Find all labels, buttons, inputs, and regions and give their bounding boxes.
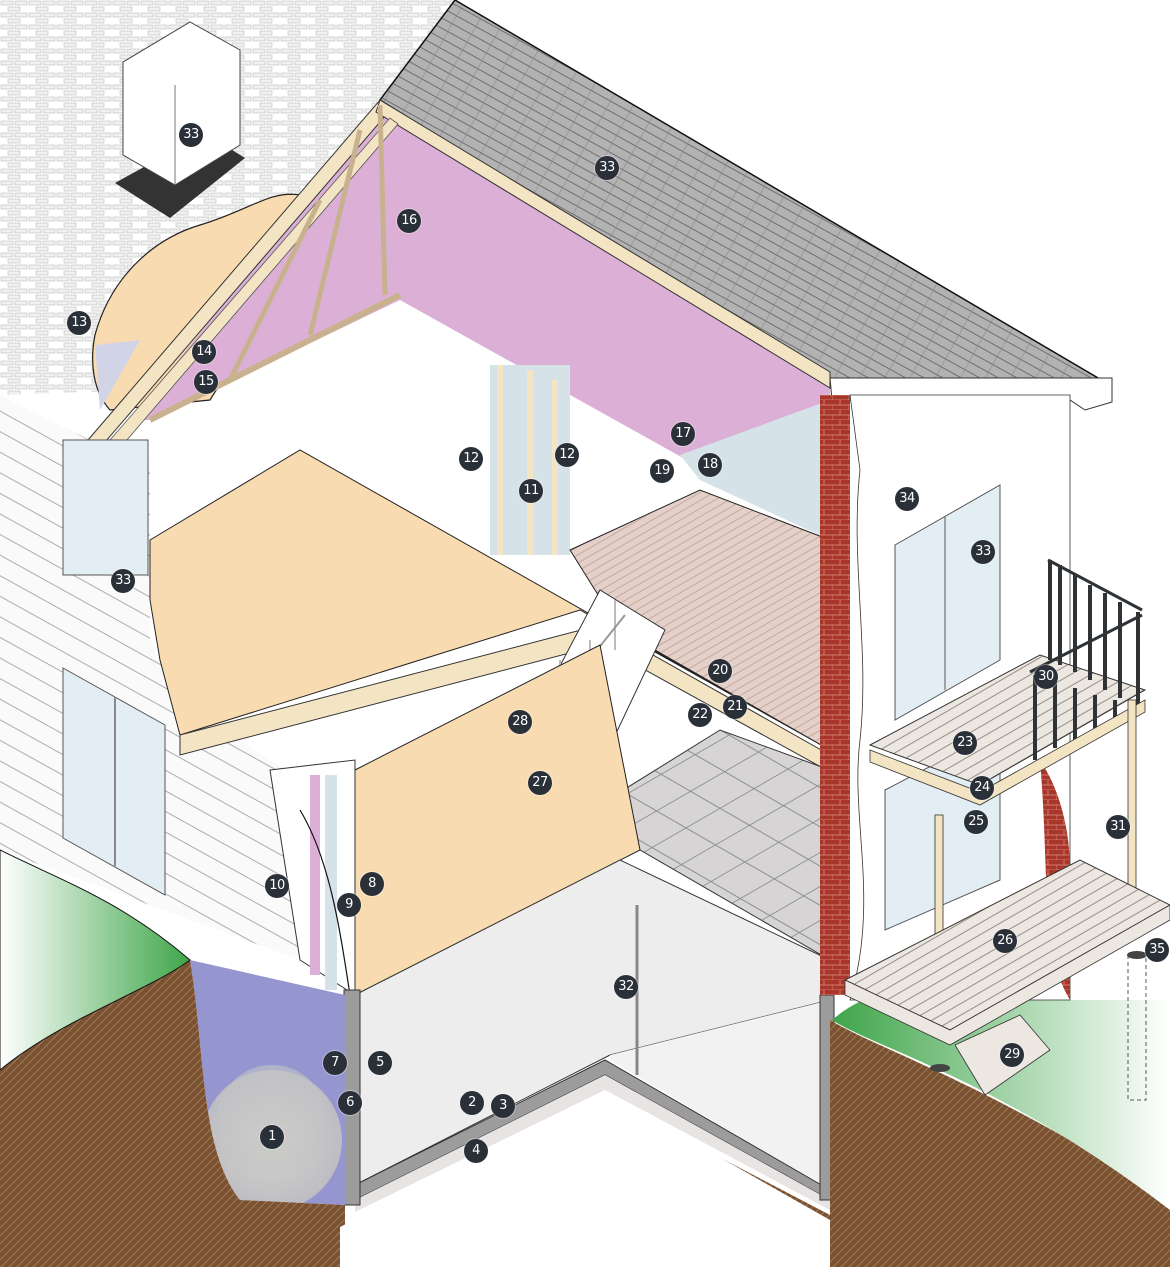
callout-marker-31[interactable]: 31	[1106, 815, 1130, 839]
callout-marker-12[interactable]: 12	[459, 447, 483, 471]
callout-marker-5[interactable]: 5	[368, 1051, 392, 1075]
callout-marker-29[interactable]: 29	[1000, 1043, 1024, 1067]
callout-marker-24[interactable]: 24	[970, 776, 994, 800]
callout-marker-26[interactable]: 26	[993, 929, 1017, 953]
callout-marker-18[interactable]: 18	[698, 453, 722, 477]
callout-marker-19[interactable]: 19	[650, 459, 674, 483]
callout-marker-27[interactable]: 27	[528, 771, 552, 795]
callout-marker-34[interactable]: 34	[895, 487, 919, 511]
callout-marker-16[interactable]: 16	[397, 209, 421, 233]
callout-marker-33[interactable]: 33	[179, 123, 203, 147]
callout-marker-33[interactable]: 33	[111, 569, 135, 593]
callout-marker-10[interactable]: 10	[265, 874, 289, 898]
callout-marker-11[interactable]: 11	[519, 479, 543, 503]
callout-marker-15[interactable]: 15	[194, 370, 218, 394]
callout-marker-13[interactable]: 13	[67, 311, 91, 335]
callout-marker-33[interactable]: 33	[971, 540, 995, 564]
callout-marker-2[interactable]: 2	[460, 1091, 484, 1115]
callout-marker-23[interactable]: 23	[953, 731, 977, 755]
callout-marker-22[interactable]: 22	[688, 703, 712, 727]
callout-marker-3[interactable]: 3	[491, 1094, 515, 1118]
callout-marker-4[interactable]: 4	[464, 1139, 488, 1163]
callout-marker-7[interactable]: 7	[323, 1051, 347, 1075]
callout-marker-25[interactable]: 25	[964, 810, 988, 834]
callout-marker-17[interactable]: 17	[671, 422, 695, 446]
callout-marker-33[interactable]: 33	[595, 156, 619, 180]
callout-marker-8[interactable]: 8	[360, 872, 384, 896]
callout-marker-9[interactable]: 9	[337, 893, 361, 917]
callout-marker-30[interactable]: 30	[1034, 665, 1058, 689]
callout-marker-6[interactable]: 6	[338, 1091, 362, 1115]
callout-marker-14[interactable]: 14	[192, 340, 216, 364]
callout-marker-32[interactable]: 32	[614, 975, 638, 999]
callout-marker-1[interactable]: 1	[260, 1125, 284, 1149]
callout-marker-12[interactable]: 12	[555, 443, 579, 467]
callout-marker-21[interactable]: 21	[723, 695, 747, 719]
callout-marker-20[interactable]: 20	[708, 659, 732, 683]
callout-marker-28[interactable]: 28	[508, 710, 532, 734]
callout-marker-35[interactable]: 35	[1145, 938, 1169, 962]
